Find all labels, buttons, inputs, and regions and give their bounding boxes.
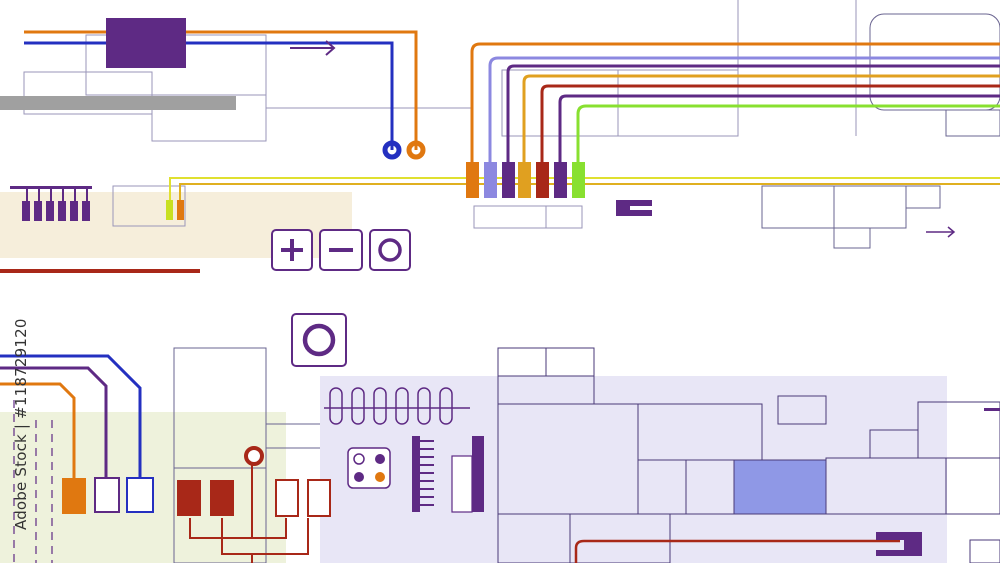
red-terminal [244, 446, 264, 466]
orange-block [62, 478, 86, 514]
cable-bundle [470, 42, 1000, 162]
minus-icon[interactable] [319, 229, 363, 271]
yellow-bus [169, 177, 1000, 200]
capsule-array [324, 387, 470, 425]
orange-terminal [406, 140, 426, 160]
red-bar [0, 269, 200, 273]
circle-icon[interactable] [291, 313, 347, 367]
blue-block [126, 477, 154, 513]
orange-contact [177, 200, 184, 220]
outline-grid-bottom-left [173, 347, 320, 563]
outline-grid-right [761, 13, 1000, 249]
purple-stub [984, 408, 1000, 411]
purple-chip [106, 18, 186, 68]
comb-connector-left [10, 186, 92, 221]
top-left-wires [24, 30, 418, 150]
violet-panel [320, 376, 947, 563]
arrow-right-icon [290, 40, 336, 56]
outline-grid-violet [497, 347, 1000, 563]
circle-icon[interactable] [369, 229, 411, 271]
red-block [210, 480, 234, 516]
red-outline-block [275, 479, 299, 517]
highlight-block [733, 459, 827, 515]
socket-connector [616, 200, 652, 216]
comb-connector-vertical [412, 436, 484, 513]
red-block [177, 480, 201, 516]
connector-pins [466, 162, 585, 198]
purple-block [94, 477, 120, 513]
red-outline-block [307, 479, 331, 517]
socket-connector [876, 532, 922, 556]
dot-chip [347, 447, 391, 489]
watermark-text: Adobe Stock | #118729120 [12, 318, 30, 530]
red-circuit [189, 462, 309, 563]
arrow-right-icon [926, 226, 956, 238]
red-trace [574, 539, 900, 563]
plus-icon[interactable] [271, 229, 313, 271]
bottom-left-wires [0, 354, 142, 478]
yellow-contact [166, 200, 173, 220]
blue-terminal [382, 140, 402, 160]
gray-bar [0, 96, 236, 110]
dashed-guides [13, 400, 53, 563]
